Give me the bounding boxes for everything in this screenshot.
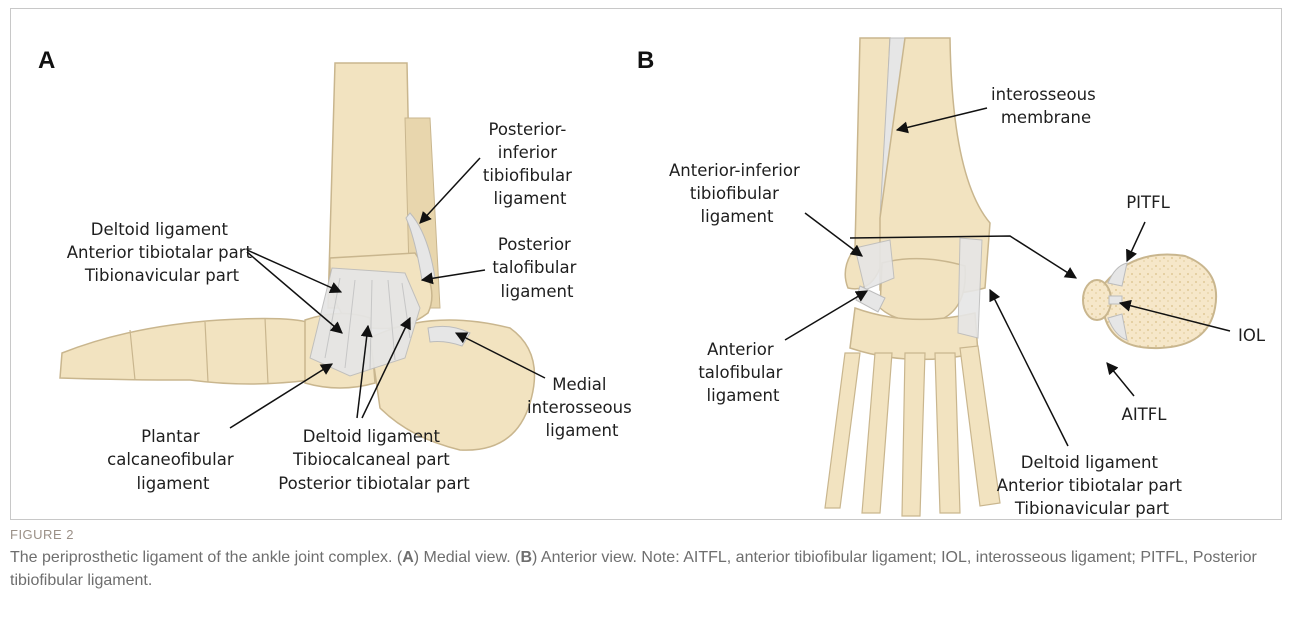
caption-text: The periprosthetic ligament of the ankle… (10, 546, 1280, 592)
label-deltoid-anterior-b: Deltoid ligament Anterior tibiotalar par… (997, 453, 1187, 518)
cross-section-illustration (1083, 255, 1216, 349)
label-iol: IOL (1238, 326, 1266, 345)
arrow-aitfl (1107, 363, 1134, 396)
panel-b: B (637, 38, 1266, 518)
panel-letter-a: A (38, 47, 55, 74)
label-medial-interosseous-ligament: Medial interosseous ligament (527, 375, 637, 440)
ankle-anterior-illustration (825, 38, 1000, 516)
label-interosseous-membrane: interosseous membrane (991, 85, 1101, 127)
label-aitfl: AITFL (1122, 405, 1168, 424)
arrow-pitfl (1127, 222, 1145, 261)
label-pitfl: PITFL (1126, 193, 1170, 212)
label-plantar-calcaneofibular-ligament: Plantar calcaneofibular ligament (107, 427, 239, 493)
label-anterior-talofibular-ligament: Anterior talofibular ligament (698, 340, 787, 405)
panel-a: A Posterior- inferior (38, 47, 637, 493)
arrow-deltoid-b (990, 290, 1068, 446)
label-posterior-inferior-tibiofibular-ligament: Posterior- inferior tibiofibular ligamen… (483, 120, 577, 208)
label-anterior-inferior-tibiofibular-ligament: Anterior-inferior tibiofibular ligament (669, 161, 805, 226)
arrow-anterior-inferior-tibiofibular (805, 213, 862, 256)
figure-label: FIGURE 2 (10, 527, 1280, 542)
label-posterior-talofibular-ligament: Posterior talofibular ligament (492, 235, 581, 301)
anatomy-figure: A Posterior- inferior (10, 8, 1280, 520)
panel-letter-b: B (637, 47, 654, 74)
label-deltoid-anterior: Deltoid ligament Anterior tibiotalar par… (67, 220, 257, 285)
arrow-deltoid-anterior-1 (247, 250, 341, 292)
label-deltoid-posterior: Deltoid ligament Tibiocalcaneal part Pos… (278, 427, 470, 493)
figure-caption: FIGURE 2 The periprosthetic ligament of … (10, 527, 1280, 592)
